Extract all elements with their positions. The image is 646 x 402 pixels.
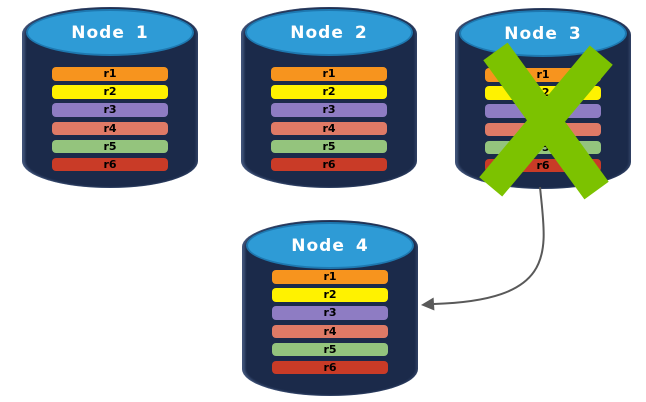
record-bar-r3: r3 (52, 103, 168, 117)
record-bar-r3: r3 (271, 103, 387, 117)
record-bar-r2: r2 (271, 85, 387, 99)
record-bar-r3: r3 (272, 306, 388, 320)
failure-x-icon (479, 42, 613, 200)
record-bar-r2: r2 (272, 288, 388, 302)
node-1-records: r1 r2 r3 r4 r5 r6 (52, 67, 168, 172)
record-bar-r2: r2 (52, 85, 168, 99)
failover-arrow-line (433, 186, 545, 305)
record-bar-r5: r5 (271, 139, 387, 154)
record-bar-r1: r1 (52, 67, 168, 81)
node-2-records: r1 r2 r3 r4 r5 r6 (271, 67, 387, 172)
record-bar-r4: r4 (272, 324, 388, 339)
node-4-records: r1 r2 r3 r4 r5 r6 (272, 270, 388, 375)
record-bar-r6: r6 (52, 157, 168, 172)
record-bar-r1: r1 (271, 67, 387, 81)
record-bar-r1: r1 (272, 270, 388, 284)
record-bar-r4: r4 (52, 121, 168, 136)
record-bar-r6: r6 (271, 157, 387, 172)
record-bar-r6: r6 (272, 360, 388, 375)
record-bar-r5: r5 (52, 139, 168, 154)
failover-arrowhead-icon (421, 297, 435, 311)
record-bar-r5: r5 (272, 342, 388, 357)
record-bar-r4: r4 (271, 121, 387, 136)
